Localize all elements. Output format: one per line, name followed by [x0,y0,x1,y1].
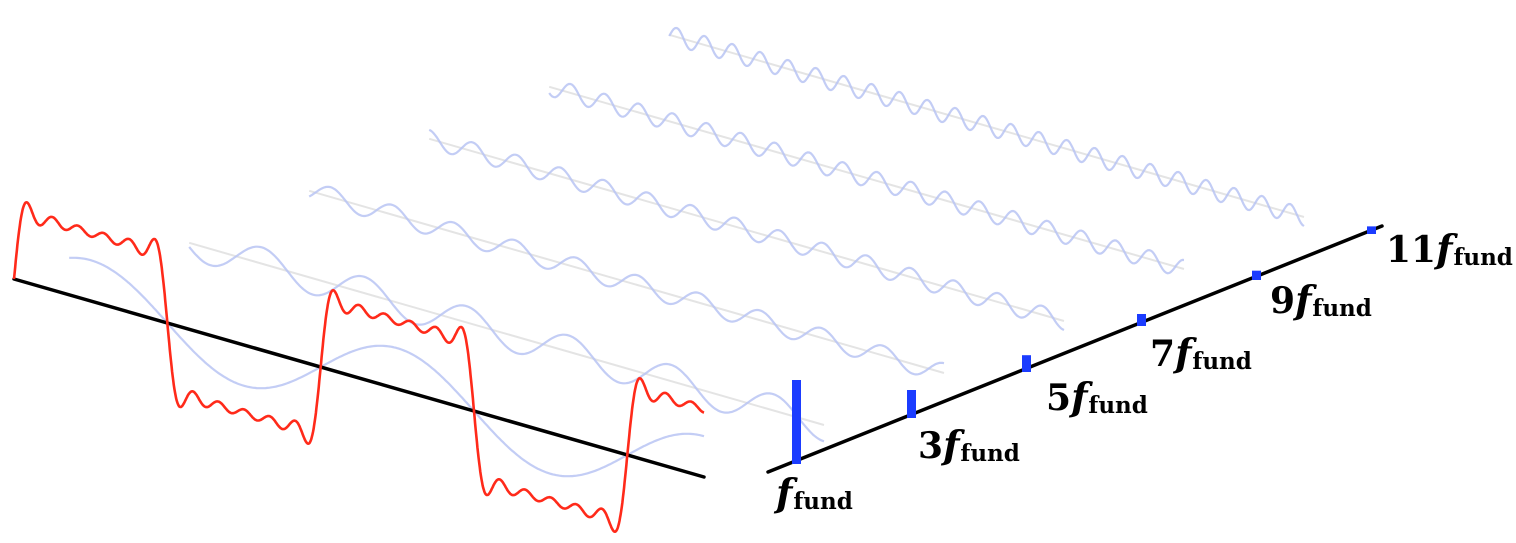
frequency-symbol: f [943,422,960,467]
spectrum-bar [792,380,801,464]
spectrum-bar [907,390,916,418]
frequency-symbol: f [1436,226,1453,271]
spectrum-bar [1137,313,1146,326]
harmonic-coefficient: 3 [918,425,944,467]
harmonic-wave-5 [308,185,945,376]
frequency-symbol: f [1071,374,1088,419]
spectrum-bars [792,226,1376,464]
harmonic-wave-9 [548,82,1185,275]
spectrum-bar [1022,355,1031,372]
harmonic-wave-7 [428,128,1065,331]
frequency-axis [766,224,1384,474]
harmonic-coefficient: 11 [1386,229,1437,271]
harmonic-label: 11ffund [1386,229,1513,271]
harmonic-label: ffund [776,474,853,515]
harmonic-coefficient: 9 [1270,280,1296,322]
harmonic-label: 3ffund [918,425,1020,467]
guide-line [188,241,825,426]
frequency-subscript: fund [1453,244,1513,271]
harmonic-coefficient: 7 [1150,333,1176,375]
spectrum-bar [1367,226,1376,234]
harmonic-label: 5ffund [1046,377,1148,419]
frequency-subscript: fund [793,488,853,515]
square-wave-curve [12,201,705,533]
frequency-symbol: f [1295,277,1312,322]
harmonic-label: 9ffund [1270,280,1372,322]
guide-line [548,85,1185,270]
harmonic-label: 7ffund [1150,333,1252,375]
frequency-subscript: fund [1088,392,1148,419]
harmonic-wave-11 [668,26,1305,227]
frequency-symbol: f [776,470,793,515]
frequency-subscript: fund [1312,295,1372,322]
time-axis [12,277,706,479]
frequency-subscript: fund [1192,348,1252,375]
harmonic-waves [69,26,1305,478]
guide-line [308,189,945,374]
harmonic-wave-3 [188,245,825,443]
guide-line [668,33,1305,218]
harmonic-wave-1 [69,256,705,478]
spectrum-bar [1252,270,1261,280]
frequency-subscript: fund [960,440,1020,467]
harmonic-coefficient: 5 [1046,377,1072,419]
frequency-symbol: f [1175,330,1192,375]
